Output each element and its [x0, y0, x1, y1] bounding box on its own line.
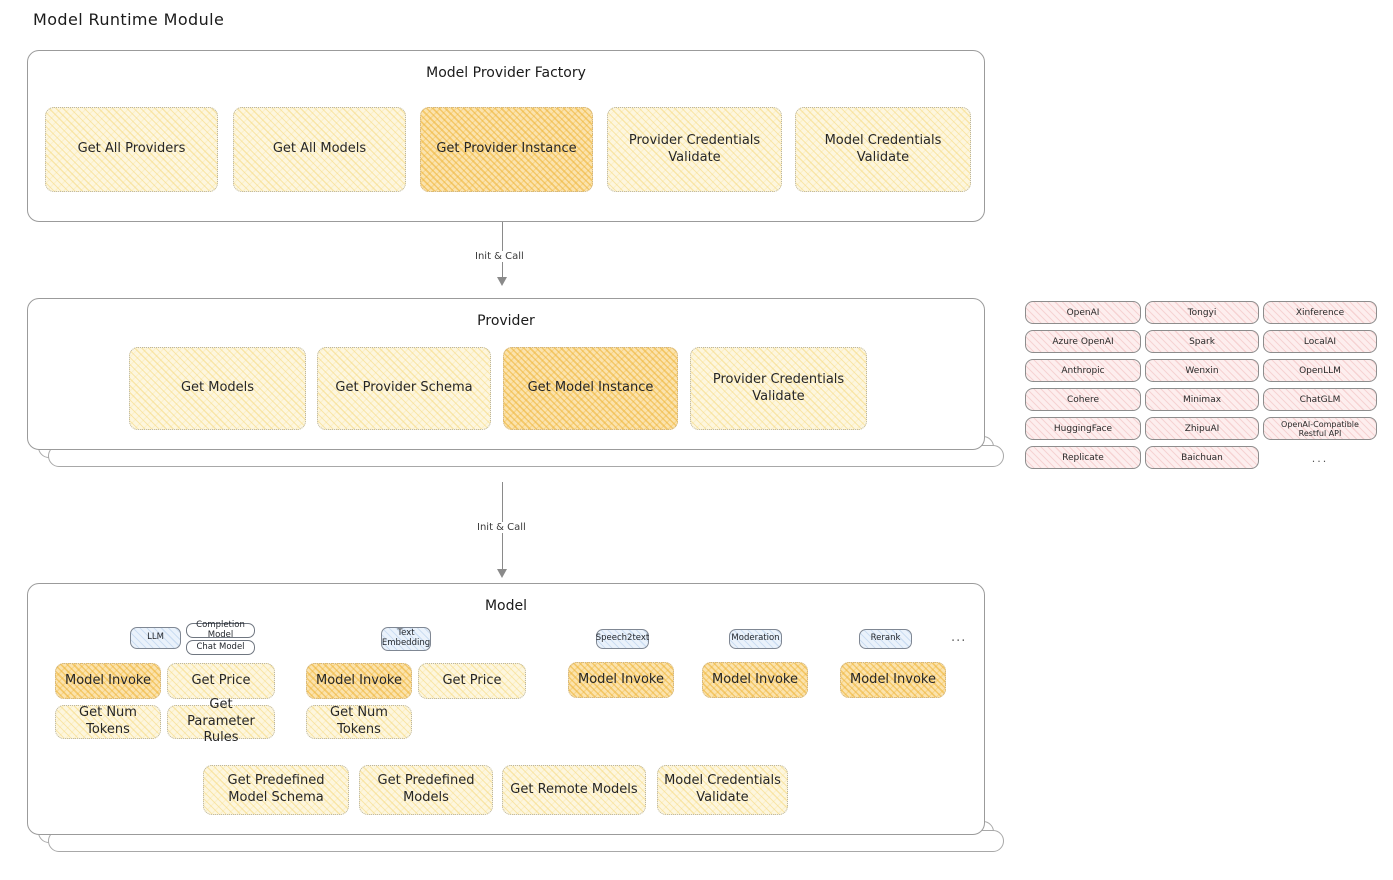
- provider-chip-chatglm[interactable]: ChatGLM: [1263, 388, 1377, 411]
- provider-method-get-model-instance[interactable]: Get Model Instance: [503, 347, 678, 430]
- model-type-badge-speech2text[interactable]: Speech2text: [596, 629, 649, 649]
- rerank-method-model-invoke[interactable]: Model Invoke: [840, 662, 946, 698]
- provider-chip-openai-compatible-restful-api[interactable]: OpenAI-Compatible Restful API: [1263, 417, 1377, 440]
- arrow-provider-to-model-head: [497, 569, 507, 578]
- model-type-badge-moderation[interactable]: Moderation: [729, 629, 782, 649]
- provider-title: Provider: [477, 313, 535, 329]
- model-stack-layer-2: [48, 830, 1004, 852]
- llm-method-get-parameter-rules[interactable]: Get Parameter Rules: [167, 697, 275, 745]
- provider-chip-wenxin[interactable]: Wenxin: [1145, 359, 1259, 382]
- model-common-method-model-credentials-validate[interactable]: Model Credentials Validate: [657, 765, 788, 815]
- provider-stack-layer-1: [38, 436, 994, 458]
- model-type-badge-llm[interactable]: LLM: [130, 627, 181, 649]
- provider-chip-openai[interactable]: OpenAI: [1025, 301, 1141, 324]
- provider-chip-tongyi[interactable]: Tongyi: [1145, 301, 1259, 324]
- provider-method-provider-credentials-validate[interactable]: Provider Credentials Validate: [690, 347, 867, 430]
- provider-chip-anthropic[interactable]: Anthropic: [1025, 359, 1141, 382]
- arrow-factory-to-provider-label: Init & Call: [471, 251, 528, 262]
- text-embedding-method-model-invoke[interactable]: Model Invoke: [306, 663, 412, 699]
- provider-method-get-provider-schema[interactable]: Get Provider Schema: [317, 347, 491, 430]
- provider-chip-minimax[interactable]: Minimax: [1145, 388, 1259, 411]
- llm-method-model-invoke[interactable]: Model Invoke: [55, 663, 161, 699]
- provider-chip-more-ellipsis: ...: [1311, 451, 1329, 465]
- model-type-sub-badge-completion-model[interactable]: Completion Model: [186, 620, 255, 639]
- llm-method-get-num-tokens[interactable]: Get Num Tokens: [55, 705, 161, 739]
- moderation-method-model-invoke[interactable]: Model Invoke: [702, 662, 808, 698]
- model-common-method-get-predefined-models[interactable]: Get Predefined Models: [359, 765, 493, 815]
- arrow-provider-to-model-label: Init & Call: [473, 522, 530, 533]
- provider-chip-localai[interactable]: LocalAI: [1263, 330, 1377, 353]
- provider-chip-xinference[interactable]: Xinference: [1263, 301, 1377, 324]
- provider-chip-replicate[interactable]: Replicate: [1025, 446, 1141, 469]
- model-type-badge-text-embedding[interactable]: Text Embedding: [381, 627, 431, 651]
- factory-method-provider-credentials-validate[interactable]: Provider Credentials Validate: [607, 107, 782, 192]
- model-type-badge-rerank[interactable]: Rerank: [859, 629, 912, 649]
- provider-chip-spark[interactable]: Spark: [1145, 330, 1259, 353]
- model-type-sub-badge-chat-model[interactable]: Chat Model: [186, 640, 255, 655]
- arrow-factory-to-provider-head: [497, 277, 507, 286]
- provider-stack-layer-2: [48, 445, 1004, 467]
- provider-chip-azure-openai[interactable]: Azure OpenAI: [1025, 330, 1141, 353]
- model-common-method-get-predefined-model-schema[interactable]: Get Predefined Model Schema: [203, 765, 349, 815]
- provider-chip-openllm[interactable]: OpenLLM: [1263, 359, 1377, 382]
- provider-method-get-models[interactable]: Get Models: [129, 347, 306, 430]
- factory-method-get-all-providers[interactable]: Get All Providers: [45, 107, 218, 192]
- page-title: Model Runtime Module: [33, 10, 225, 29]
- model-common-method-get-remote-models[interactable]: Get Remote Models: [502, 765, 646, 815]
- llm-method-get-price[interactable]: Get Price: [167, 663, 275, 699]
- factory-method-model-credentials-validate[interactable]: Model Credentials Validate: [795, 107, 971, 192]
- provider-chip-zhipuai[interactable]: ZhipuAI: [1145, 417, 1259, 440]
- text-embedding-method-get-num-tokens[interactable]: Get Num Tokens: [306, 705, 412, 739]
- provider-chip-cohere[interactable]: Cohere: [1025, 388, 1141, 411]
- speech2text-method-model-invoke[interactable]: Model Invoke: [568, 662, 674, 698]
- provider-chip-huggingface[interactable]: HuggingFace: [1025, 417, 1141, 440]
- model-types-more-ellipsis: ...: [951, 630, 967, 645]
- provider-chip-baichuan[interactable]: Baichuan: [1145, 446, 1259, 469]
- text-embedding-method-get-price[interactable]: Get Price: [418, 663, 526, 699]
- factory-method-get-provider-instance[interactable]: Get Provider Instance: [420, 107, 593, 192]
- model-title: Model: [484, 598, 528, 614]
- factory-method-get-all-models[interactable]: Get All Models: [233, 107, 406, 192]
- model-stack-layer-1: [38, 821, 994, 843]
- factory-title: Model Provider Factory: [426, 65, 586, 81]
